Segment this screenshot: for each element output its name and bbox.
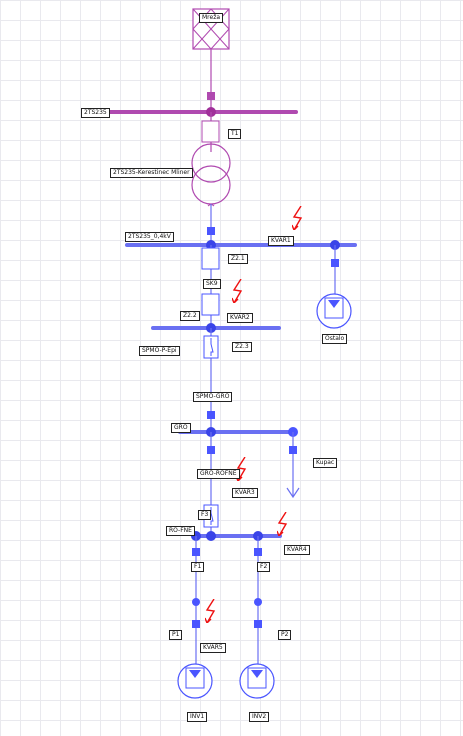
label-p1: P1 xyxy=(169,630,183,640)
fault-kvar2-icon xyxy=(232,279,242,303)
breaker-node[interactable] xyxy=(289,446,297,454)
breaker-node[interactable] xyxy=(207,446,215,454)
label-f3: F3 xyxy=(198,510,212,520)
label-kvar3: KVAR3 xyxy=(232,488,258,498)
label-z21: Z2.1 xyxy=(228,254,248,264)
junction-node[interactable] xyxy=(254,598,262,606)
label-inv2: INV2 xyxy=(249,712,270,722)
breaker-node[interactable] xyxy=(207,411,215,419)
label-kupac: Kupac xyxy=(313,458,338,468)
breaker-node[interactable] xyxy=(207,92,215,100)
label-gro-rofne: GRO-ROFNE xyxy=(197,469,240,479)
label-lv-bus: 2TS235_0,4kV xyxy=(125,232,174,242)
label-z23: Z2.3 xyxy=(232,342,252,352)
breaker-node[interactable] xyxy=(207,227,215,235)
label-t1: T1 xyxy=(228,129,242,139)
label-sk9: SK9 xyxy=(203,279,221,289)
bus-node[interactable] xyxy=(206,531,216,541)
pv-inverter-icon[interactable] xyxy=(239,663,275,699)
disconnector-z23[interactable] xyxy=(203,335,219,359)
label-mreza: Mreža xyxy=(199,13,224,23)
label-ro-fne: RO-FNE xyxy=(166,526,195,536)
label-gro: GRO xyxy=(171,423,191,433)
label-kvar2: KVAR2 xyxy=(227,313,253,323)
fault-kvar4-icon xyxy=(277,512,287,536)
switch-t1[interactable] xyxy=(201,120,220,143)
label-inv1: INV1 xyxy=(187,712,208,722)
breaker-node[interactable] xyxy=(254,620,262,628)
label-ostalo: Ostalo xyxy=(322,334,348,344)
switch-z21[interactable] xyxy=(201,247,220,270)
junction-node[interactable] xyxy=(192,598,200,606)
switch-z22[interactable] xyxy=(201,293,220,316)
label-p2: P2 xyxy=(278,630,292,640)
label-ts-bus: 2TS235 xyxy=(81,108,110,118)
pv-inverter-icon[interactable] xyxy=(316,293,352,329)
load-arrow-icon[interactable] xyxy=(286,487,300,499)
fault-kvar1-icon xyxy=(292,206,302,230)
label-kvar5: KVAR5 xyxy=(200,643,226,653)
breaker-node[interactable] xyxy=(254,548,262,556)
pv-inverter-icon[interactable] xyxy=(177,663,213,699)
label-kvar4: KVAR4 xyxy=(284,545,310,555)
breaker-node[interactable] xyxy=(192,620,200,628)
fault-kvar5-icon xyxy=(205,599,215,623)
label-spmo-gro: SPMO-GRO xyxy=(193,392,233,402)
label-f1: F1 xyxy=(191,562,205,572)
label-z22: Z2.2 xyxy=(180,311,200,321)
breaker-node[interactable] xyxy=(331,259,339,267)
breaker-node[interactable] xyxy=(192,548,200,556)
label-f2: F2 xyxy=(257,562,271,572)
label-spmo-p-epi: SPMO-P-Epi xyxy=(139,346,180,356)
label-transformer: 2TS235-Kerestinec Mliner xyxy=(110,168,193,178)
label-kvar1: KVAR1 xyxy=(268,236,294,246)
transformer-icon[interactable] xyxy=(191,143,231,205)
